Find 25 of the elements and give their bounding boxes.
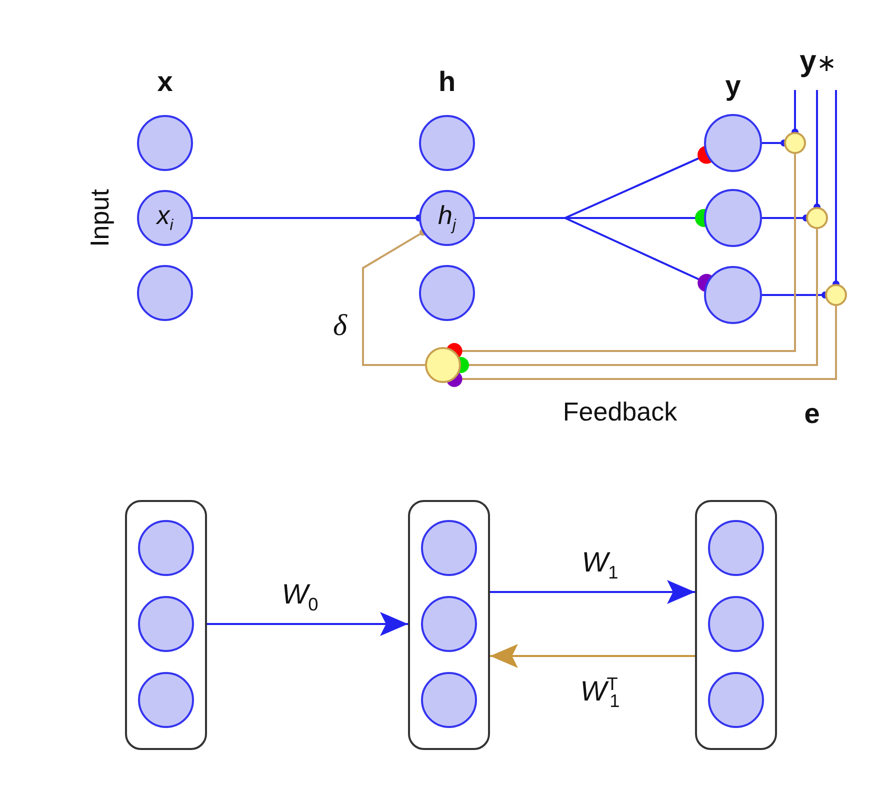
connector — [362, 228, 426, 366]
comparator-circle — [806, 207, 828, 229]
connector — [446, 306, 837, 387]
comparator-circle — [825, 284, 847, 306]
layer-box — [408, 500, 490, 750]
arrow — [490, 580, 695, 604]
layer-label: y — [725, 70, 741, 102]
layer-box — [125, 500, 207, 750]
arrow — [490, 644, 695, 668]
layer-label: h — [438, 66, 456, 98]
neuron-label: h$_{j}$ — [438, 202, 456, 234]
comparator-circle — [784, 132, 806, 154]
layer-label: e — [804, 398, 820, 430]
layer-label: δ — [333, 309, 347, 343]
neuron-label: x$_{i}$ — [156, 202, 174, 234]
layer-label: x — [157, 66, 173, 98]
layer-label: Input — [84, 189, 116, 247]
layer-label: y∗ — [800, 45, 836, 79]
connector — [446, 154, 796, 359]
layer-label: Feedback — [562, 396, 678, 428]
feedback-circle — [425, 347, 461, 383]
edge-label: W$_{1}$ — [582, 546, 618, 584]
edge-label: W$_{0}$ — [282, 578, 318, 616]
arrow — [207, 612, 408, 636]
layer-box — [695, 500, 777, 750]
